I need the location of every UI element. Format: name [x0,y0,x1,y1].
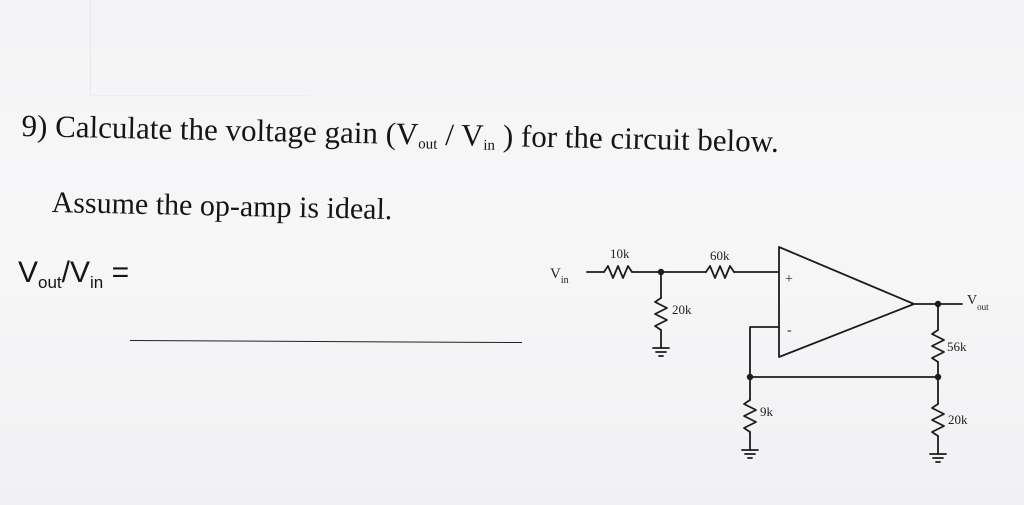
resistor-60k-label: 60k [710,248,730,263]
resistor-20k-bottom-label: 20k [948,412,968,427]
vout-label: Vout [967,293,989,312]
ground-symbol-shunt [652,347,670,357]
resistor-9k-label: 9k [760,404,774,419]
vin-label: Vin [550,266,569,286]
answer-sub-in: in [90,273,104,292]
ground-symbol-20k [929,453,947,463]
resistor-10k [603,265,633,279]
answer-sub-out: out [38,273,62,292]
resistor-9k [743,399,757,433]
resistor-56k [931,329,945,363]
resistor-20k-shunt-label: 20k [672,302,692,317]
op-amp-plus-sign: + [785,272,793,287]
resistor-20k-bottom [931,403,945,437]
minus-input-wire [749,326,939,378]
resistor-56k-label: 56k [947,339,967,354]
resistor-10k-label: 10k [610,246,630,261]
resistor-60k [705,265,735,279]
answer-v-out: V [18,256,39,289]
answer-slash-v: /V [61,256,91,289]
answer-label: Vout/Vin = [18,256,129,293]
ground-symbol-9k [741,449,759,459]
op-amp-minus-sign: - [787,323,792,338]
answer-equals: = [103,256,130,289]
faint-background-marks [90,0,311,96]
op-amp-triangle [778,246,915,358]
resistor-20k-shunt [654,297,668,331]
